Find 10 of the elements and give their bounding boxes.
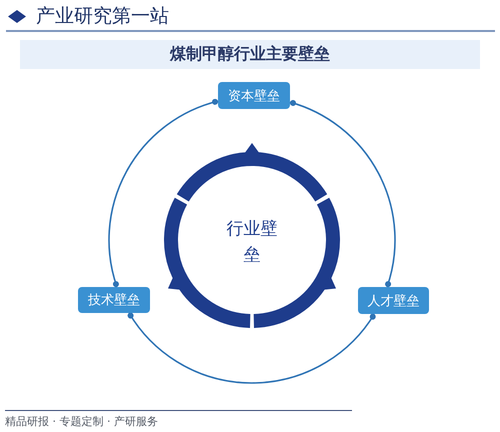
arc-connector (128, 312, 376, 384)
rounded-box: 人才壁垒 (358, 287, 429, 314)
title-banner: 煤制甲醇行业主要壁垒 (20, 40, 480, 69)
ring-label: 行业壁垒 (226, 218, 278, 267)
arc-connector (290, 100, 396, 288)
rounded-box: 资本壁垒 (218, 82, 290, 109)
footer-tagline: 精品研报 · 专题定制 · 产研服务 (5, 414, 158, 429)
rounded-box: 技术壁垒 (78, 287, 150, 313)
arc-connector (108, 99, 218, 288)
header-tagline: 产业研究第一站 (36, 4, 169, 28)
